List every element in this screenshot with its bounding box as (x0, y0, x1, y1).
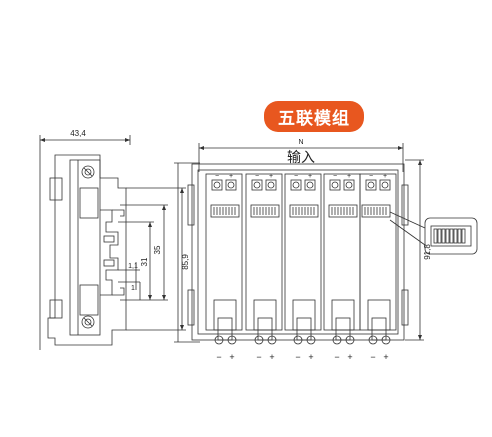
terminal-plus: + (383, 173, 387, 180)
module-4 (323, 173, 361, 345)
bottom-terminal-marks: − + − + − + − + − + (216, 352, 388, 362)
side-height-dimension: 85,9 (181, 254, 190, 270)
front-height-dimension: 91,8 (423, 244, 432, 260)
module-5 (359, 173, 397, 345)
module-2 (245, 173, 283, 345)
terminal-plus: + (229, 173, 233, 180)
side-width-dimension: 43,4 (70, 129, 86, 138)
terminal-plus: + (269, 173, 273, 180)
terminal-minus: − (216, 352, 221, 362)
terminal-minus: − (255, 173, 259, 180)
terminal-minus: − (333, 173, 337, 180)
terminal-plus: + (347, 352, 352, 362)
terminal-minus: − (215, 173, 219, 180)
module-title-badge: 五联模组 (264, 101, 364, 132)
terminal-minus: − (370, 352, 375, 362)
module-3 (284, 173, 322, 345)
terminal-plus: + (347, 173, 351, 180)
side-dimension-1: 1 (131, 285, 135, 292)
terminal-minus: − (295, 352, 300, 362)
terminal-plus: + (383, 352, 388, 362)
top-terminal-marks: − + − + − + − + − + (215, 173, 387, 180)
front-view (174, 143, 478, 345)
terminal-plus: + (269, 352, 274, 362)
input-label: 输入 (287, 149, 315, 165)
side-dimension-1-1: 1,1 (128, 263, 138, 270)
dip-switch-detail (389, 211, 478, 255)
side-view (39, 135, 186, 350)
terminal-minus: − (256, 352, 261, 362)
terminal-minus: − (369, 173, 373, 180)
side-dimension-35: 35 (153, 245, 162, 254)
n-dimension-label: N (298, 139, 303, 146)
terminal-plus: + (308, 352, 313, 362)
terminal-plus: + (229, 352, 234, 362)
side-dimension-31: 31 (140, 257, 149, 266)
terminal-minus: − (334, 352, 339, 362)
terminal-plus: + (308, 173, 312, 180)
module-1 (205, 173, 243, 345)
terminal-minus: − (294, 173, 298, 180)
